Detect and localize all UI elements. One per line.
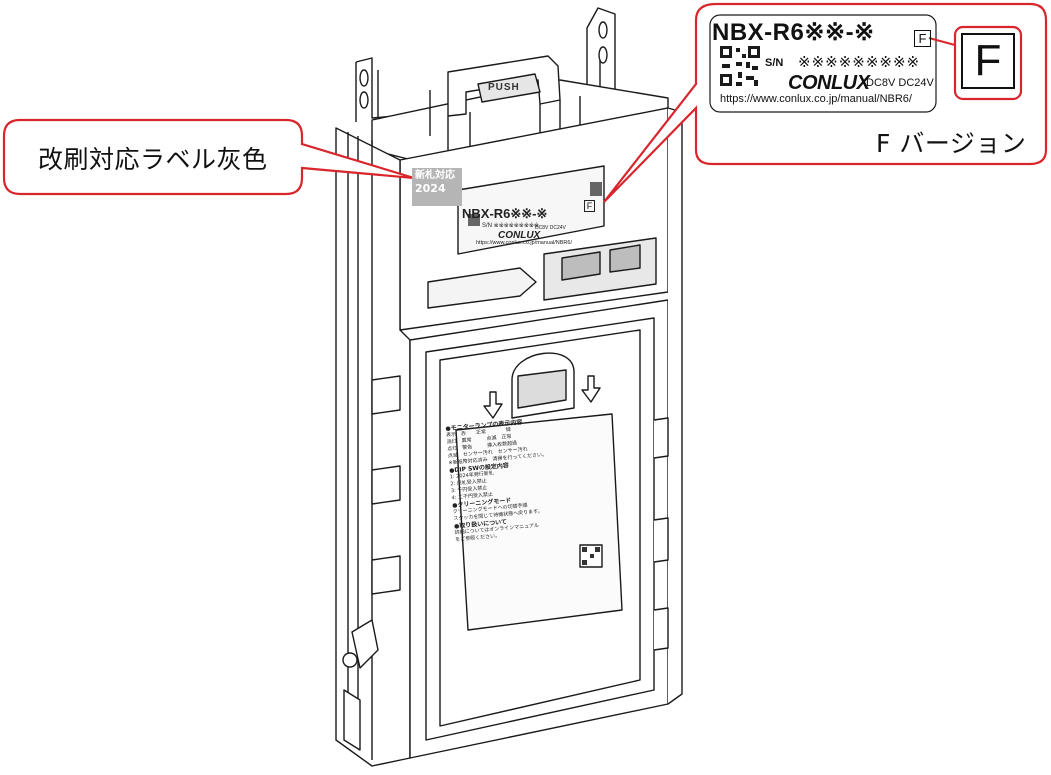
brand-logo: CONLUX [788,72,870,94]
label-color-callout-box [2,118,415,196]
small-voltage: DC8V DC24V [535,225,566,231]
new-bill-badge: 新札対応 2024 [412,168,462,206]
small-brand-logo: CONLUX [498,230,541,241]
small-serial: S/N ※※※※※※※※※ [482,223,539,229]
left-side-panel [335,127,411,767]
small-version-mark: F [584,200,595,212]
serial-key: S/N [765,57,784,69]
badge-year: 2024 [415,182,446,195]
small-model-number: NBX-R6※※-※ [462,206,548,221]
qr-code-icon [720,46,760,86]
push-latch-label: PUSH [488,82,520,93]
manual-url: https://www.conlux.co.jp/manual/NBR6/ [720,93,912,105]
instruction-text-block: ●モニターランプの表示内容表示 赤 正常 緑消灯 異常 点滅 正常点灯 警告 挿… [445,411,627,633]
small-label-plate [457,165,605,255]
model-number: NBX-R6※※-※ [712,19,875,46]
instruction-label [455,413,623,631]
version-callout-text: F バージョン [876,129,1027,158]
left-callout-text: 改刷対応ラベル灰色 [38,145,268,174]
version-mark-small: F [914,30,931,47]
version-mark-large: F [961,33,1015,89]
small-manual-url: https://www.conlux.co.jp/manual/NBR6/ [476,240,572,246]
badge-text: 新札対応 [415,170,455,181]
voltage-text: DC8V DC24V [866,77,934,89]
zoomed-label-plate [709,14,937,113]
serial-value: ※※※※※※※※※ [798,54,921,71]
